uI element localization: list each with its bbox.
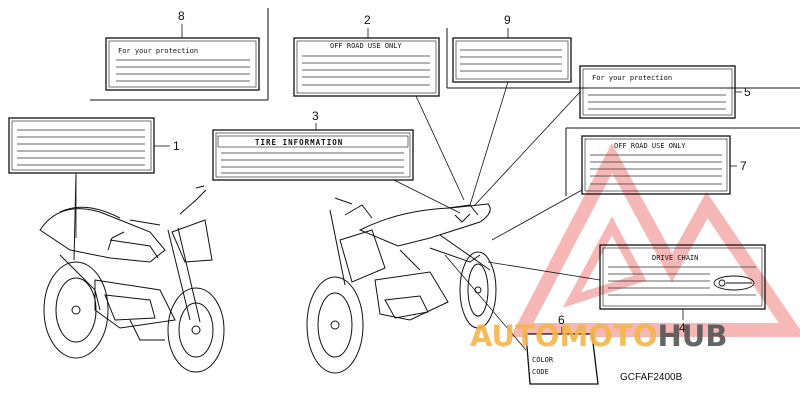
label-6-color-text: COLOR: [532, 356, 554, 364]
watermark-auto: AUTO: [470, 319, 560, 353]
callout-5: 5: [744, 85, 751, 99]
callout-3: 3: [312, 109, 319, 123]
label-3-tire-information: TIRE INFORMATION 3: [212, 109, 414, 181]
label-8-text: For your protection: [118, 47, 198, 55]
callout-4: 4: [679, 321, 686, 335]
label-2-off-road: OFF ROAD USE ONLY 2: [293, 13, 440, 97]
part-code: GCFAF2400B: [620, 372, 683, 383]
callout-2: 2: [364, 13, 371, 27]
watermark-moto: MOTO: [560, 319, 658, 353]
watermark-hub: HUB: [658, 319, 728, 353]
label-7-off-road: OFF ROAD USE ONLY 7: [581, 135, 747, 195]
callout-6: 6: [558, 313, 565, 327]
label-3-text: TIRE INFORMATION: [255, 138, 343, 147]
callout-8: 8: [178, 9, 185, 23]
callout-7: 7: [740, 159, 747, 173]
chain-adjuster-icon: [713, 275, 755, 291]
svg-text:AUTOMOTOHUB: AUTOMOTOHUB: [470, 319, 727, 353]
label-6-code-text: CODE: [532, 368, 549, 376]
callout-1: 1: [173, 139, 180, 153]
label-4-drive-chain: DRIVE CHAIN 4: [599, 244, 766, 335]
watermark-wordmark: AUTOMOTOHUB: [470, 319, 727, 353]
label-9-blank: 9: [452, 13, 572, 83]
watermark-logo-mark: [510, 143, 800, 337]
label-5-protection: For your protection 5: [579, 65, 751, 119]
label-5-text: For your protection: [592, 74, 672, 82]
callout-9: 9: [504, 13, 511, 27]
label-4-text: DRIVE CHAIN: [652, 254, 698, 262]
label-6-color-code: COLOR CODE 6: [525, 313, 599, 385]
label-8-protection: For your protection 8: [105, 9, 260, 91]
motorcycle-right-view: [306, 197, 497, 374]
leader-lines: [75, 81, 601, 351]
motorcycle-left-view: [39, 174, 225, 373]
label-7-text: OFF ROAD USE ONLY: [614, 142, 686, 150]
label-1-blank: 1: [8, 117, 180, 174]
label-2-text: OFF ROAD USE ONLY: [330, 42, 402, 50]
